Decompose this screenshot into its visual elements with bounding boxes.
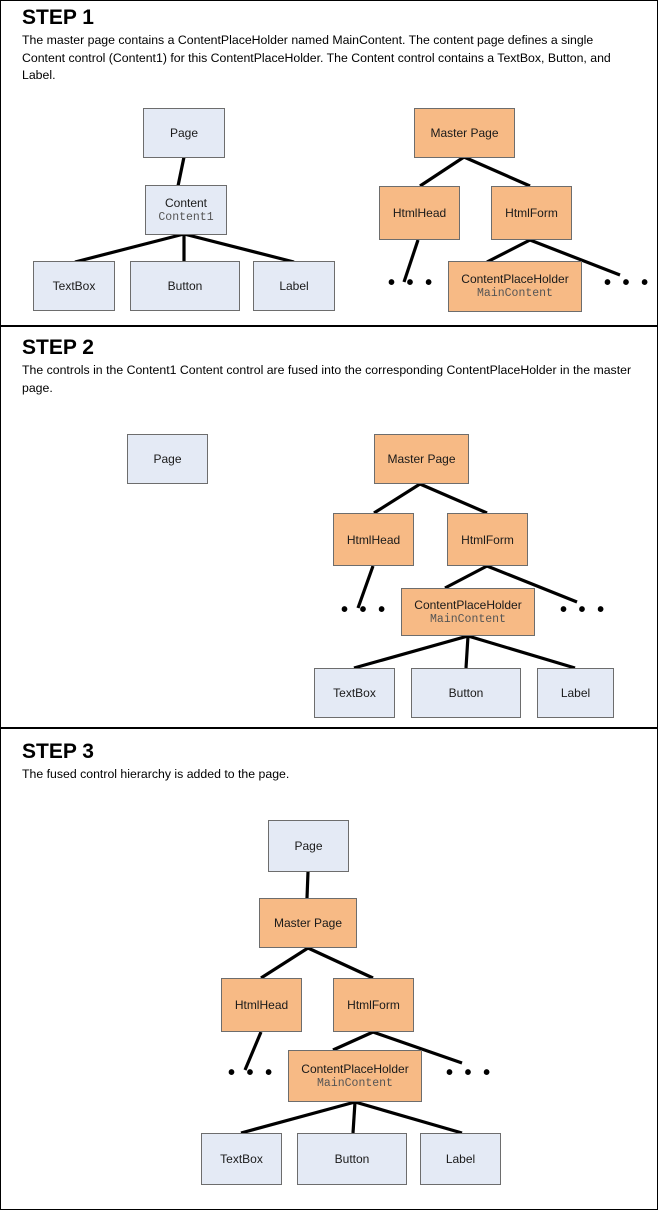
node-label: Label (445, 1152, 476, 1166)
node-sublabel: MainContent (317, 1076, 393, 1090)
node-sublabel: Content1 (158, 210, 214, 224)
step-1-description: The master page contains a ContentPlaceH… (22, 33, 611, 82)
node-textbox[interactable]: TextBox (33, 261, 115, 311)
node-textbox[interactable]: TextBox (201, 1133, 282, 1185)
ellipsis-left-icon: • • • (388, 272, 436, 294)
node-content-placeholder[interactable]: ContentPlaceHolder MainContent (448, 261, 582, 312)
node-label: Master Page (273, 916, 343, 930)
step-2-title: STEP 2 (22, 336, 94, 359)
node-label: ContentPlaceHolder (414, 597, 522, 612)
node-label: Page (169, 126, 199, 140)
node-label: Button (167, 279, 203, 293)
step-1-section: STEP 1 The master page contains a Conten… (0, 0, 658, 325)
node-label: ContentPlaceHolder (461, 272, 569, 286)
node-label: HtmlForm (347, 998, 400, 1012)
node-label: Button (448, 686, 484, 700)
node-content-placeholder[interactable]: ContentPlaceHolder MainContent (288, 1050, 422, 1102)
node-content[interactable]: Content Content1 (145, 185, 227, 235)
node-sublabel: MainContent (477, 287, 553, 300)
node-label: Button (334, 1152, 370, 1166)
ellipsis-left-icon: • • • (341, 599, 389, 621)
node-page[interactable]: Page (127, 434, 208, 484)
node-master-page[interactable]: Master Page (414, 108, 515, 158)
node-sublabel: MainContent (430, 612, 506, 626)
node-label: Master Page (430, 126, 499, 140)
node-html-head[interactable]: HtmlHead (221, 978, 302, 1032)
node-label: HtmlHead (234, 998, 289, 1012)
node-label: HtmlForm (461, 532, 514, 547)
node-label: HtmlHead (346, 532, 401, 547)
node-label: Label (279, 279, 309, 293)
node-label: Content (164, 195, 208, 210)
node-label[interactable]: Label (420, 1133, 501, 1185)
node-label: Page (294, 839, 323, 853)
node-label: Master Page (387, 452, 456, 466)
node-label: HtmlHead (392, 206, 447, 220)
step-2-description: The controls in the Content1 Content con… (22, 363, 632, 395)
node-html-form[interactable]: HtmlForm (333, 978, 414, 1032)
step-3-section: STEP 3 The fused control hierarchy is ad… (0, 727, 658, 1210)
node-button[interactable]: Button (411, 668, 521, 718)
node-master-page[interactable]: Master Page (374, 434, 469, 484)
node-textbox[interactable]: TextBox (314, 668, 395, 718)
node-label: Page (153, 452, 182, 466)
step-3-title: STEP 3 (22, 740, 94, 763)
step-1-title: STEP 1 (22, 6, 94, 29)
node-html-head[interactable]: HtmlHead (379, 186, 460, 240)
node-label: TextBox (220, 1152, 263, 1166)
node-label: HtmlForm (505, 206, 558, 220)
section-divider-1 (0, 325, 658, 327)
node-label: TextBox (333, 686, 376, 700)
node-html-head[interactable]: HtmlHead (333, 513, 414, 566)
node-page[interactable]: Page (268, 820, 349, 872)
ellipsis-right-icon: • • • (560, 599, 608, 621)
node-html-form[interactable]: HtmlForm (447, 513, 528, 566)
ellipsis-right-icon: • • • (604, 272, 652, 294)
node-label[interactable]: Label (537, 668, 614, 718)
node-label: ContentPlaceHolder (301, 1061, 409, 1076)
node-label: TextBox (52, 279, 96, 293)
node-label: Label (560, 686, 591, 700)
node-master-page[interactable]: Master Page (259, 898, 357, 948)
node-content-placeholder[interactable]: ContentPlaceHolder MainContent (401, 588, 535, 636)
node-html-form[interactable]: HtmlForm (491, 186, 572, 240)
node-button[interactable]: Button (297, 1133, 407, 1185)
step-2-section: STEP 2 The controls in the Content1 Cont… (0, 325, 658, 727)
ellipsis-right-icon: • • • (446, 1062, 494, 1084)
section-divider-2 (0, 727, 658, 729)
node-page[interactable]: Page (143, 108, 225, 158)
node-button[interactable]: Button (130, 261, 240, 311)
node-label[interactable]: Label (253, 261, 335, 311)
ellipsis-left-icon: • • • (228, 1062, 276, 1084)
step-3-description: The fused control hierarchy is added to … (22, 767, 290, 781)
